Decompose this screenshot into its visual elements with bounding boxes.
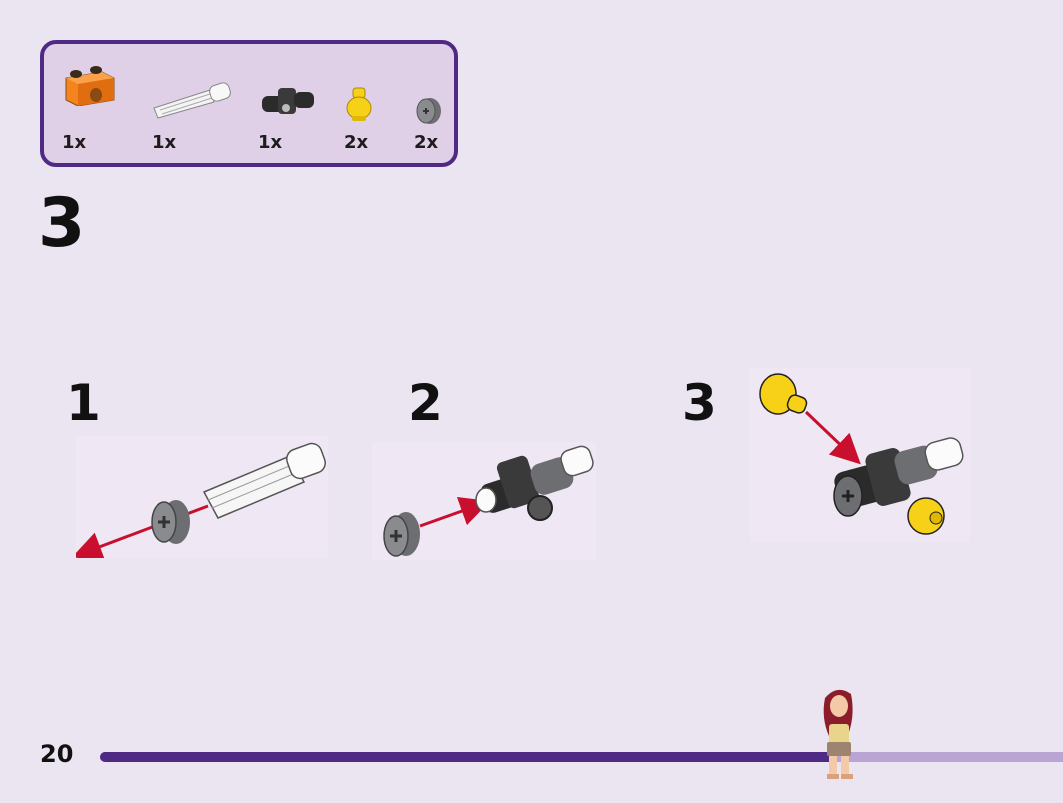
- progress-bar: [100, 752, 1063, 762]
- step-number: 3: [38, 184, 86, 263]
- substep-number: 2: [408, 374, 443, 432]
- parts-list-box: 1x 1x 1x 2x 2x: [40, 40, 458, 167]
- part-qty: 1x: [258, 132, 283, 153]
- page-number: 20: [40, 740, 74, 768]
- grey-bush-icon: [414, 96, 444, 126]
- substep-2-illustration: [372, 442, 596, 560]
- minifigure-icon: [815, 684, 861, 784]
- progress-bar-fill: [100, 752, 832, 762]
- part-qty: 1x: [62, 132, 87, 153]
- yellow-bush-icon: [344, 86, 374, 122]
- axle-pin-icon: [150, 80, 236, 120]
- substep-1-illustration: [71, 436, 328, 561]
- part-qty: 2x: [414, 132, 439, 153]
- part-qty: 1x: [152, 132, 177, 153]
- substep-3-illustration: [750, 368, 970, 542]
- substep-number: 3: [682, 374, 717, 432]
- orange-brick-icon: [62, 60, 118, 106]
- cross-connector-icon: [258, 84, 318, 120]
- substep-number: 1: [66, 374, 101, 432]
- part-qty: 2x: [344, 132, 369, 153]
